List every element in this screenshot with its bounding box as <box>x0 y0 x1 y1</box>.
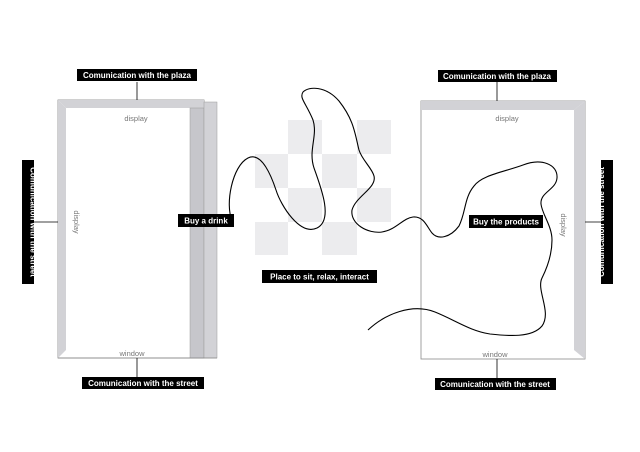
tag-left-bottom: Comunication with the street <box>82 377 204 389</box>
tag-right-bottom: Comunication with the street <box>435 378 556 390</box>
tag-right-side-text: Comunication with the street <box>597 167 606 277</box>
tag-buy-products: Buy the products <box>469 215 543 228</box>
tag-buy-drink-text: Buy a drink <box>184 217 228 226</box>
tag-left-top: Comunication with the plaza <box>77 69 197 81</box>
right-display-side-label: display <box>559 213 568 237</box>
tag-left-bottom-text: Comunication with the street <box>88 379 198 388</box>
plaza-checker-pattern <box>255 120 391 255</box>
tag-buy-products-text: Buy the products <box>473 218 539 227</box>
tag-right-top: Comunication with the plaza <box>438 70 557 82</box>
connector-lines <box>32 82 602 378</box>
tag-place-sit: Place to sit, relax, interact <box>262 270 377 283</box>
right-window-label: window <box>481 350 508 359</box>
left-window-label: window <box>118 349 145 358</box>
tag-left-side-text: Comunication with the street <box>29 167 38 277</box>
tag-right-side: Comunication with the street <box>597 160 613 284</box>
right-display-top-label: display <box>495 114 519 123</box>
right-building-plan: display display window <box>420 100 586 360</box>
left-building-plan: display display window <box>57 99 218 359</box>
movement-path <box>228 87 558 337</box>
tag-left-top-text: Comunication with the plaza <box>83 71 192 80</box>
tag-right-top-text: Comunication with the plaza <box>443 72 552 81</box>
tag-left-side: Comunication with the street <box>22 160 38 284</box>
left-display-top-label: display <box>124 114 148 123</box>
tag-place-sit-text: Place to sit, relax, interact <box>270 273 369 282</box>
left-display-side-label: display <box>72 210 81 234</box>
tag-buy-drink: Buy a drink <box>178 214 234 227</box>
tag-right-bottom-text: Comunication with the street <box>440 380 550 389</box>
